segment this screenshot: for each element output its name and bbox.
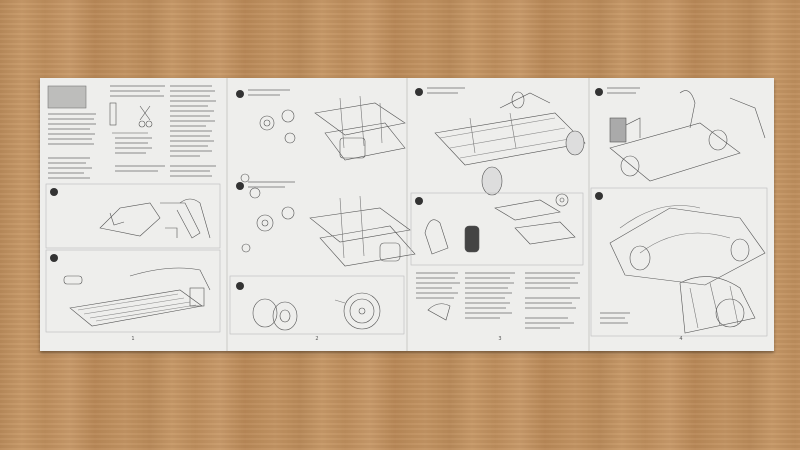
panel-3-text (416, 272, 580, 329)
instruction-drawings (45, 78, 768, 351)
panel-4 (590, 87, 768, 337)
step-7-badge (415, 197, 423, 205)
paint-list (170, 85, 216, 177)
step-2-badge (50, 254, 58, 262)
kit-logo-box (47, 85, 87, 109)
panel-2 (229, 89, 416, 335)
step-2-box (45, 249, 221, 333)
step-1-box (45, 183, 221, 249)
page-number-2: 2 (315, 336, 319, 342)
panel-3 (410, 87, 586, 329)
step-8-badge (595, 88, 603, 96)
step-6-badge (415, 88, 423, 96)
step-1-badge (50, 188, 58, 196)
tools-icons (109, 102, 153, 134)
step-7-box (410, 192, 584, 266)
step-9-box (590, 187, 768, 337)
intro-text-lines (48, 85, 165, 179)
step-3-badge (236, 90, 244, 98)
step-5-badge (236, 282, 244, 290)
page-number-3: 3 (498, 336, 502, 342)
step-4-badge (236, 182, 244, 190)
page-number-4: 4 (679, 336, 683, 342)
step-9-badge (595, 192, 603, 200)
step-5-box (229, 275, 405, 335)
instruction-sheet: 1 2 3 4 (40, 78, 774, 351)
page-number-1: 1 (131, 336, 135, 342)
panel-1 (45, 85, 221, 333)
